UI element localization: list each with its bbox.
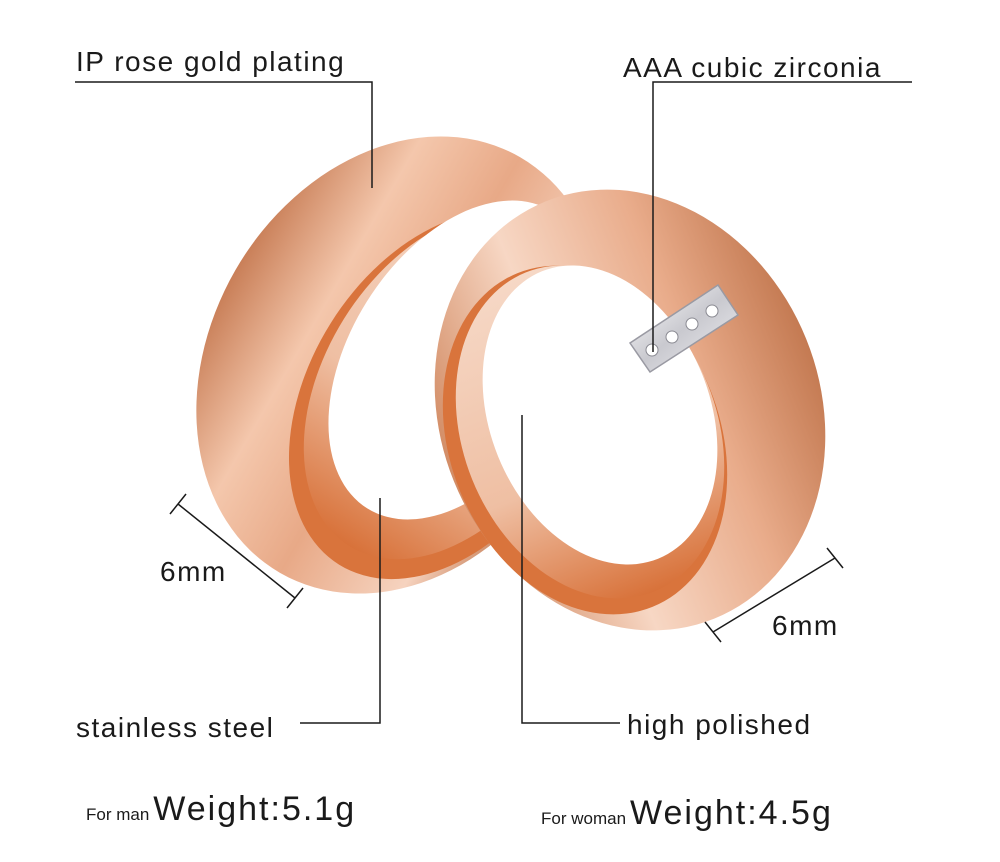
width-left-dimension (177, 503, 296, 599)
zirconia-label: AAA cubic zirconia (623, 52, 882, 83)
womens-weight-value: Weight:4.5g (630, 794, 833, 832)
width-right-dimension (712, 557, 836, 633)
width-left-label: 6mm (160, 556, 227, 587)
plating-callout-line (75, 81, 373, 188)
womens-weight-prefix: For woman (541, 809, 627, 828)
mens-weight-value: Weight:5.1g (153, 790, 357, 828)
zirconia-callout-line (652, 81, 912, 352)
cubic-zirconia-strip (628, 283, 740, 374)
callout-lines (75, 81, 912, 724)
womens-ring (434, 189, 826, 631)
plating-label: IP rose gold plating (76, 46, 346, 77)
polished-callout-line (521, 415, 620, 724)
steel-label: stainless steel (76, 712, 275, 743)
width-right-label: 6mm (772, 610, 839, 641)
steel-callout-line (300, 498, 381, 724)
mens-weight-prefix: For man (86, 805, 150, 824)
polished-label: high polished (627, 709, 812, 740)
